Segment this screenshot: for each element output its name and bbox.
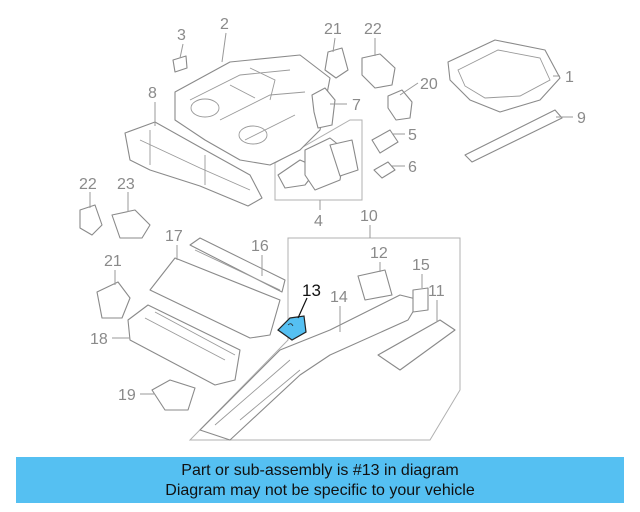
part-17-floor-plate xyxy=(149,257,281,339)
part-2-floor-panel xyxy=(174,54,331,166)
callout-22-lower: 22 xyxy=(79,176,97,193)
part-22-bracket-lower xyxy=(79,204,103,236)
callout-10: 10 xyxy=(360,208,378,225)
callout-6: 6 xyxy=(408,159,417,176)
part-4-bracket-set xyxy=(277,137,359,191)
callout-1: 1 xyxy=(565,69,574,86)
part-3-bracket xyxy=(172,55,188,73)
callout-18: 18 xyxy=(90,331,108,348)
callout-19: 19 xyxy=(118,387,136,404)
part-1-spare-tire-pan xyxy=(447,39,561,113)
callout-4: 4 xyxy=(314,213,323,230)
part-21-bracket-upper xyxy=(324,47,349,79)
group-frame-4 xyxy=(274,119,363,201)
part-5-bracket xyxy=(371,129,399,154)
group-frame-10 xyxy=(188,237,461,441)
part-22-bracket-upper xyxy=(361,53,396,89)
callout-8: 8 xyxy=(148,85,157,102)
banner-line-1: Part or sub-assembly is #13 in diagram xyxy=(181,462,459,479)
callout-15: 15 xyxy=(412,257,430,274)
banner-line-2: Diagram may not be specific to your vehi… xyxy=(165,482,475,499)
part-6-bracket xyxy=(373,161,396,179)
part-9-rail xyxy=(464,109,563,163)
part-13-highlighted xyxy=(277,315,307,341)
callout-11: 11 xyxy=(428,283,445,300)
callout-2: 2 xyxy=(220,16,229,33)
callout-21-lower: 21 xyxy=(104,253,122,270)
part-12-bracket xyxy=(357,269,393,301)
callout-22-upper: 22 xyxy=(364,21,382,38)
callout-17: 17 xyxy=(165,228,183,245)
part-18-floor-section xyxy=(127,304,241,386)
callout-16: 16 xyxy=(251,238,269,255)
callout-9: 9 xyxy=(577,110,586,127)
callout-14: 14 xyxy=(330,289,348,306)
callout-23: 23 xyxy=(117,176,135,193)
callout-12: 12 xyxy=(370,245,388,262)
part-15-plate xyxy=(412,287,429,313)
part-11-side-member xyxy=(377,319,456,371)
info-banner: Part or sub-assembly is #13 in diagram D… xyxy=(16,457,624,503)
parts-diagram: 3 2 21 22 20 1 9 7 8 5 6 4 10 22 23 17 1… xyxy=(79,16,586,441)
part-21-bracket-lower xyxy=(96,281,131,319)
part-19-panel xyxy=(151,379,196,411)
part-7-bracket xyxy=(311,87,336,129)
callout-5: 5 xyxy=(408,127,417,144)
part-23-bracket xyxy=(111,209,151,239)
part-8-crossmember xyxy=(124,121,263,207)
callout-7: 7 xyxy=(352,97,361,114)
callout-21-upper: 21 xyxy=(324,21,342,38)
callout-20: 20 xyxy=(420,76,438,93)
leader-lines xyxy=(89,32,573,395)
part-20-bracket xyxy=(387,89,413,121)
callout-3: 3 xyxy=(177,27,186,44)
part-16-crossmember xyxy=(189,237,286,293)
callout-13-highlighted: 13 xyxy=(302,281,321,300)
